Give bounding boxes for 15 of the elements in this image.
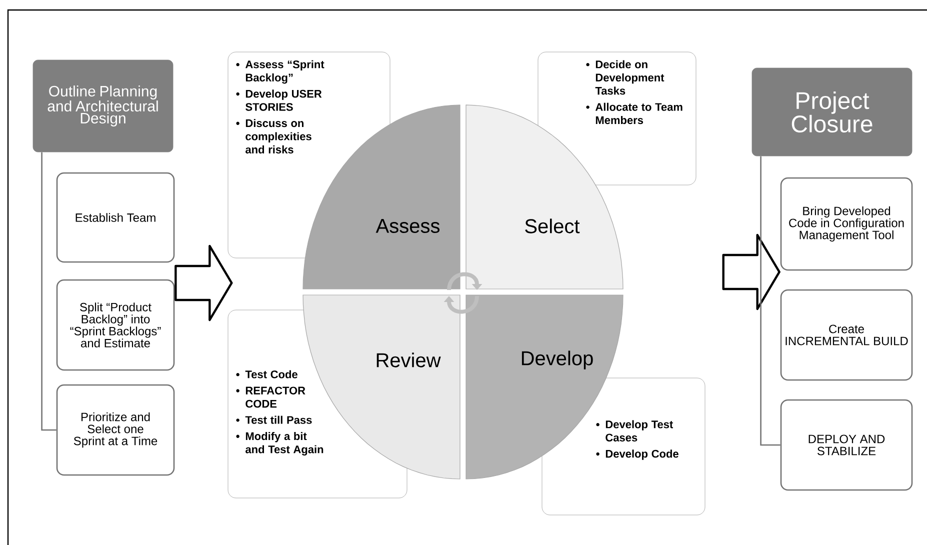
bullet-box: Decide on Development Tasks Allocate to Team Members [538, 52, 696, 186]
bracket-line [41, 152, 56, 431]
block-arrow [174, 244, 233, 322]
step-box: Create INCREMENTAL BUILD [780, 289, 913, 381]
block-arrow [722, 234, 780, 310]
heading-box: Project Closure [752, 68, 912, 156]
cycle-arrow [444, 296, 479, 314]
step-box: Prioritize and Select one Sprint at a Time [56, 384, 175, 476]
step-box: Split “Product Backlog” into “Sprint Backlogs” and Estimate [56, 279, 175, 371]
step-box: DEPLOY AND STABILIZE [780, 399, 913, 491]
cycle-arrow [447, 272, 482, 290]
heading-box: Outline Planning and Architectural Design [32, 60, 174, 152]
step-box: Establish Team [56, 172, 175, 263]
bracket-line [760, 156, 780, 446]
step-box: Bring Developed Code in Configuration Management Tool [780, 177, 913, 271]
